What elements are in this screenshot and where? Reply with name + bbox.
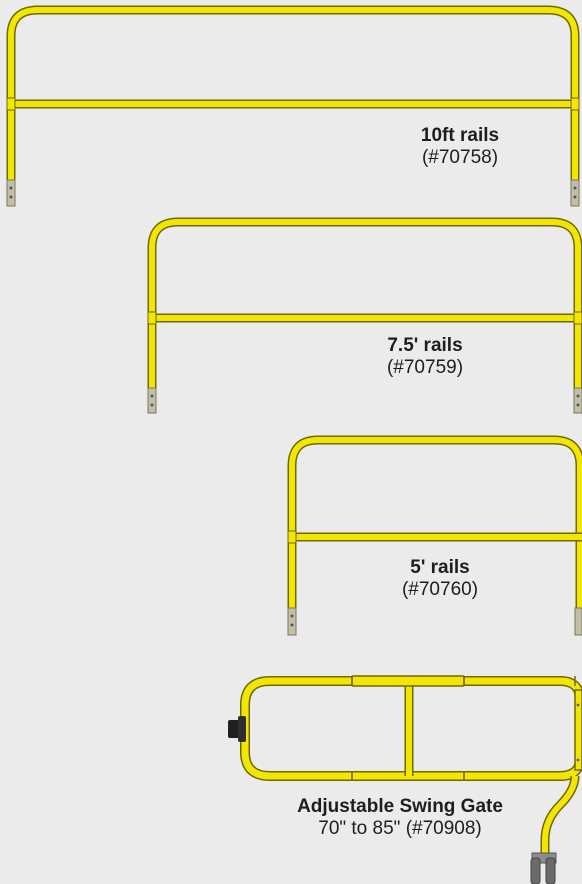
rail-5ft-image: [287, 435, 582, 636]
part-number: (#70759): [386, 356, 464, 378]
rail-10ft-image: [6, 5, 580, 207]
rail-5ft-caption: 5' rails (#70760): [340, 557, 540, 601]
swing-gate-image: [228, 675, 582, 884]
rail-10ft-caption: 10ft rails (#70758): [360, 125, 560, 169]
swing-gate-caption: Adjustable Swing Gate 70" to 85" (#70908…: [240, 796, 560, 840]
part-number: (#70760): [401, 578, 479, 600]
part-number: (#70758): [421, 146, 499, 168]
rail-7-5ft-image: [147, 217, 582, 414]
product-title: 7.5' rails: [387, 335, 463, 356]
part-number: 70" to 85" (#70908): [318, 817, 482, 839]
rail-7-5ft-caption: 7.5' rails (#70759): [325, 335, 525, 379]
product-title: 10ft rails: [420, 125, 500, 146]
product-title: 5' rails: [410, 557, 470, 578]
product-title: Adjustable Swing Gate: [297, 796, 503, 817]
